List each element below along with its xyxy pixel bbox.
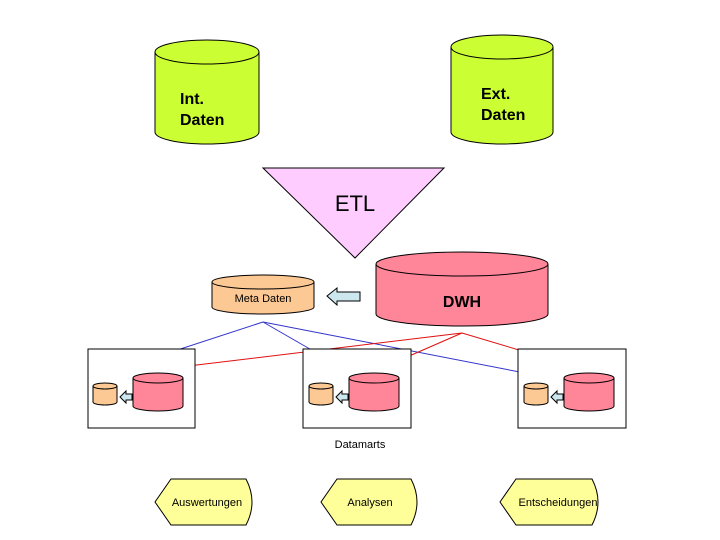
etl-label: ETL	[335, 191, 375, 216]
etl-triangle: ETL	[261, 167, 446, 259]
internal-data-cylinder: Int. Daten	[154, 39, 260, 145]
datamart-box-2	[302, 348, 412, 429]
meta-data-cylinder: Meta Daten	[211, 274, 315, 315]
external-data-label-line1: Ext.	[481, 86, 510, 103]
external-data-label-line2: Daten	[481, 107, 525, 124]
datamart-box-1	[87, 348, 196, 429]
dwh-label: DWH	[443, 294, 481, 311]
internal-data-label-line1: Int.	[180, 91, 204, 108]
datamarts-label: Datamarts	[335, 439, 386, 451]
output-entscheidungen: Entscheidungen	[499, 478, 599, 526]
output-analysen-label: Analysen	[347, 497, 392, 509]
internal-data-label-line2: Daten	[180, 112, 224, 129]
output-analysen: Analysen	[320, 478, 418, 526]
output-auswertungen-label: Auswertungen	[172, 497, 242, 509]
output-entscheidungen-label: Entscheidungen	[519, 497, 598, 509]
meta-data-label: Meta Daten	[235, 293, 292, 305]
output-auswertungen: Auswertungen	[154, 478, 253, 526]
dwh-cylinder: DWH	[375, 251, 549, 327]
dwh-to-meta-arrow	[326, 286, 361, 307]
datamart-box-3	[517, 348, 627, 429]
external-data-cylinder: Ext. Daten	[450, 34, 554, 145]
